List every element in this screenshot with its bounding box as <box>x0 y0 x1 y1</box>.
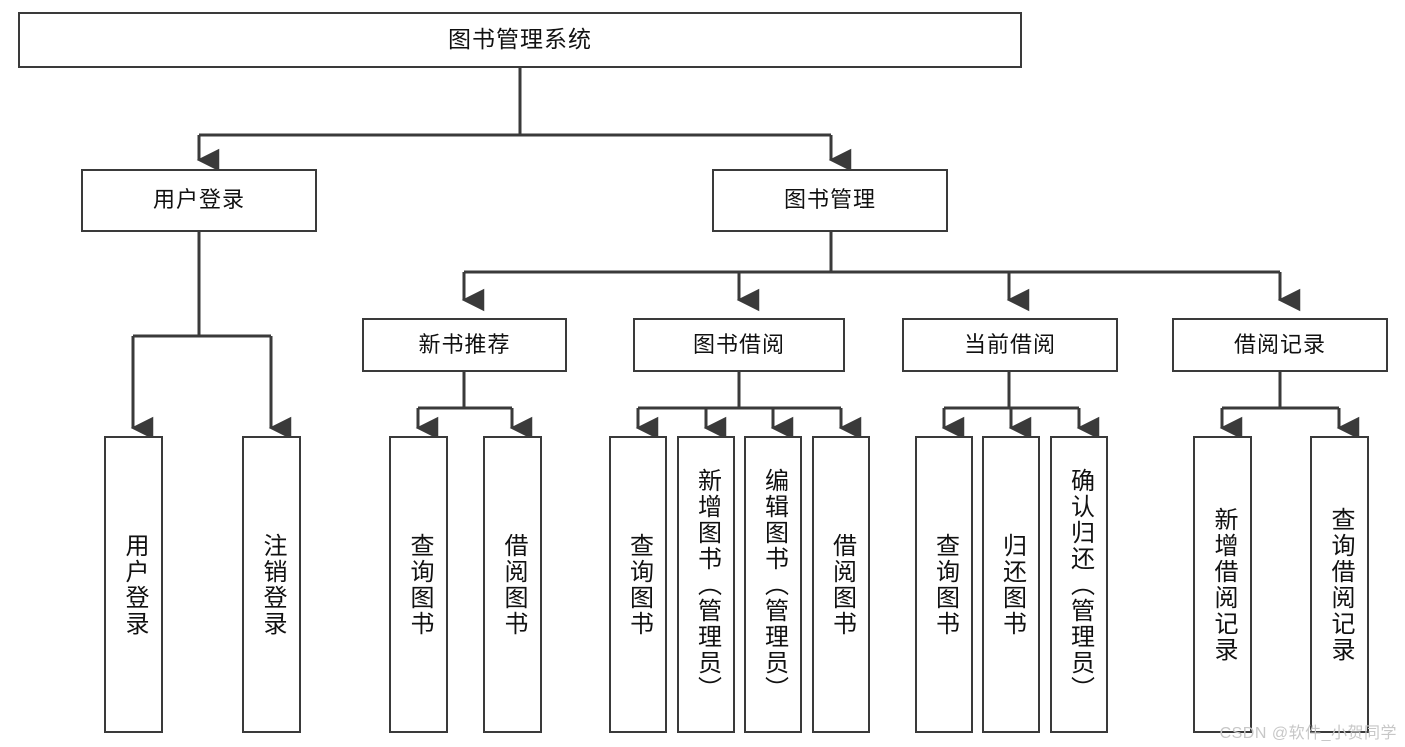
node-label: 图书借阅 <box>692 331 785 357</box>
node-label: 查询借阅记录 <box>1326 506 1354 663</box>
node-label: 图书管理系统 <box>448 26 592 53</box>
node-label: 用户登录 <box>152 187 245 213</box>
leaf-new-book-query-book[interactable]: 查询图书 <box>389 436 448 733</box>
node-root-book-management-system[interactable]: 图书管理系统 <box>18 12 1022 68</box>
node-label: 借阅图书 <box>499 532 527 637</box>
leaf-new-book-borrow-book[interactable]: 借阅图书 <box>483 436 542 733</box>
node-book-management[interactable]: 图书管理 <box>712 169 948 232</box>
leaf-book-borrow-add-book-admin[interactable]: 新增图书（管理员） <box>677 436 735 733</box>
leaf-user-login-login[interactable]: 用户登录 <box>104 436 163 733</box>
leaf-borrow-record-query-record[interactable]: 查询借阅记录 <box>1310 436 1369 733</box>
node-label: 编辑图书（管理员） <box>760 467 788 702</box>
leaf-current-borrow-return-book[interactable]: 归还图书 <box>982 436 1040 733</box>
node-current-borrow[interactable]: 当前借阅 <box>902 318 1118 372</box>
node-user-login[interactable]: 用户登录 <box>81 169 317 232</box>
leaf-user-login-logout[interactable]: 注销登录 <box>242 436 301 733</box>
node-new-book-recommend[interactable]: 新书推荐 <box>362 318 567 372</box>
node-label: 查询图书 <box>625 532 653 637</box>
leaf-borrow-record-add-record[interactable]: 新增借阅记录 <box>1193 436 1252 733</box>
node-label: 用户登录 <box>120 532 148 637</box>
node-label: 借阅记录 <box>1233 331 1326 357</box>
leaf-book-borrow-edit-book-admin[interactable]: 编辑图书（管理员） <box>744 436 802 733</box>
node-label: 新增借阅记录 <box>1209 506 1237 663</box>
watermark: CSDN @软件_小贺同学 <box>1219 725 1397 742</box>
node-label: 新书推荐 <box>418 331 511 357</box>
node-label: 确认归还（管理员） <box>1066 467 1094 702</box>
node-book-borrow[interactable]: 图书借阅 <box>633 318 845 372</box>
leaf-book-borrow-borrow-book[interactable]: 借阅图书 <box>812 436 870 733</box>
node-label: 当前借阅 <box>963 331 1056 357</box>
node-label: 归还图书 <box>998 532 1026 637</box>
node-borrow-record[interactable]: 借阅记录 <box>1172 318 1388 372</box>
node-label: 查询图书 <box>405 532 433 637</box>
node-label: 借阅图书 <box>828 532 856 637</box>
leaf-book-borrow-query-book[interactable]: 查询图书 <box>609 436 667 733</box>
leaf-current-borrow-confirm-return-admin[interactable]: 确认归还（管理员） <box>1050 436 1108 733</box>
node-label: 查询图书 <box>931 532 959 637</box>
leaf-current-borrow-query-book[interactable]: 查询图书 <box>915 436 973 733</box>
node-label: 图书管理 <box>783 187 876 213</box>
node-label: 注销登录 <box>258 532 286 637</box>
node-label: 新增图书（管理员） <box>693 467 721 702</box>
